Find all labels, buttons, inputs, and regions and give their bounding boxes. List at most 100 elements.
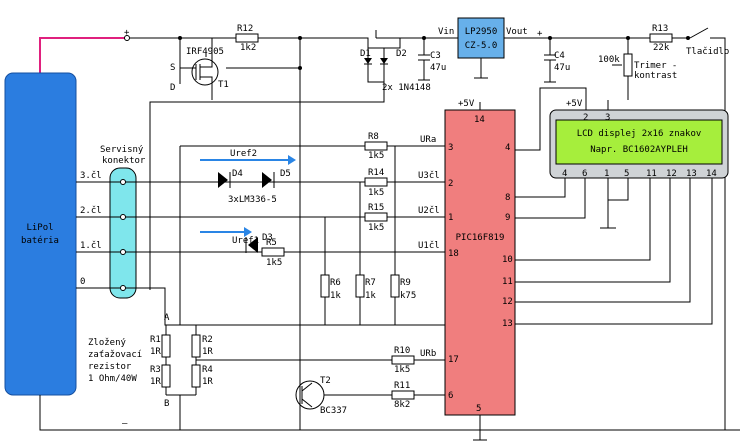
lcd-pin-12: 12 xyxy=(666,169,677,179)
r14-ref: R14 xyxy=(368,168,384,178)
r6 xyxy=(320,274,330,298)
plus-sign: + xyxy=(124,28,130,38)
d2-ref: D2 xyxy=(396,49,407,59)
lcd-screen xyxy=(555,119,723,165)
load-r3-val: 1R xyxy=(150,377,161,387)
r5 xyxy=(261,247,285,257)
r11 xyxy=(391,390,415,400)
load-resistor: Zložený zaťažovací rezistor 1 Ohm/40W A … xyxy=(88,146,213,430)
r12-val: 1k2 xyxy=(240,43,256,53)
reg-line1: LP2950 xyxy=(465,27,498,37)
d1-ref: D1 xyxy=(360,49,371,59)
pin-3: 3 xyxy=(448,143,453,153)
reg-vin: Vin xyxy=(438,27,454,37)
lcd-vcc: +5V xyxy=(566,99,583,109)
diodes-note: 2x 1N4148 xyxy=(382,83,431,93)
pin-label-0: 0 xyxy=(80,277,85,287)
r12-ref: R12 xyxy=(237,24,253,34)
reg-line2: CZ-5.0 xyxy=(465,41,498,51)
r5-ref: R5 xyxy=(266,238,277,248)
load-r4-val: 1R xyxy=(202,377,213,387)
battery: LiPol batéria + – xyxy=(4,28,740,431)
load-b: B xyxy=(164,399,169,409)
c4-ref: C4 xyxy=(554,51,565,61)
load-l2: zaťažovací xyxy=(88,350,142,360)
c3-ref: C3 xyxy=(430,51,441,61)
r13-val: 22k xyxy=(653,43,670,53)
r8-val: 1k5 xyxy=(368,151,384,161)
net-u2: U2čl xyxy=(418,205,440,216)
uref2: Uref2 xyxy=(230,149,257,159)
net-ura: URa xyxy=(420,135,436,145)
d5-ref: D5 xyxy=(280,169,291,179)
r9 xyxy=(390,274,400,298)
mcu-name: PIC16F819 xyxy=(456,233,505,243)
pin-9: 9 xyxy=(505,213,510,223)
r6-val: 1k xyxy=(330,291,341,301)
t1-s: S xyxy=(170,63,175,73)
r15-val: 1k5 xyxy=(368,223,384,233)
pin-label-3: 3.čl xyxy=(80,170,102,181)
pin-14: 14 xyxy=(474,115,485,125)
r10-val: 1k5 xyxy=(394,365,410,375)
trimmer xyxy=(623,53,633,77)
load-a: A xyxy=(164,313,170,323)
r14 xyxy=(364,177,388,187)
pin-4: 4 xyxy=(505,143,510,153)
connector xyxy=(109,167,137,299)
lcd-pin-3: 3 xyxy=(605,113,610,123)
pin-6: 6 xyxy=(448,391,453,401)
r10-ref: R10 xyxy=(394,346,410,356)
ground-wire xyxy=(39,395,740,431)
pin-17: 17 xyxy=(448,355,459,365)
pin-10: 10 xyxy=(502,255,513,265)
trimmer-val: 100k xyxy=(598,55,620,65)
load-r2-val: 1R xyxy=(202,347,213,357)
battery-plus-wire xyxy=(39,37,127,73)
vout-plus: + xyxy=(537,29,543,39)
r12 xyxy=(235,33,259,43)
lcd-pin-2: 2 xyxy=(583,113,588,123)
button-label: Tlačidlo xyxy=(686,46,729,57)
r10 xyxy=(391,355,415,365)
lcd-pin-4: 4 xyxy=(562,169,567,179)
c3-val: 47u xyxy=(430,63,446,73)
r11-ref: R11 xyxy=(394,381,410,391)
trimmer-l2: kontrast xyxy=(634,71,677,81)
pin-11: 11 xyxy=(502,277,513,287)
lcd-pin-6: 6 xyxy=(582,169,587,179)
d3-ref: D3 xyxy=(262,233,273,243)
load-r3: R3 xyxy=(150,365,161,375)
pin-18: 18 xyxy=(448,249,459,259)
r7 xyxy=(355,274,365,298)
pin-13: 13 xyxy=(502,319,513,329)
r7-val: 1k xyxy=(365,291,376,301)
mcu xyxy=(444,109,516,416)
r13 xyxy=(649,33,673,43)
c4-val: 47u xyxy=(554,63,570,73)
reg-vout: Vout xyxy=(506,27,528,37)
load-l3: rezistor xyxy=(88,362,132,372)
lcd-pin-14: 14 xyxy=(706,169,717,179)
pin-5: 5 xyxy=(476,404,481,414)
t1-ref: T1 xyxy=(218,80,229,90)
lcd-line2: Napr. BC1602AYPLEH xyxy=(590,145,688,155)
uref1: Uref1 xyxy=(232,236,259,246)
r8-ref: R8 xyxy=(368,132,379,142)
lm-ref: 3xLM336-5 xyxy=(228,195,277,205)
r13-ref: R13 xyxy=(652,24,668,34)
d4-ref: D4 xyxy=(232,169,243,179)
mosfet-t1: IRF4905 T1 S D xyxy=(170,38,229,100)
t2-ref: T2 xyxy=(320,376,331,386)
t1-part: IRF4905 xyxy=(186,47,224,57)
battery-body xyxy=(4,72,77,396)
battery-label-1: LiPol xyxy=(26,223,53,233)
net-urb: URb xyxy=(420,349,436,359)
pin-1: 1 xyxy=(448,213,453,223)
r11-val: 8k2 xyxy=(394,400,410,410)
lcd-pin-13: 13 xyxy=(686,169,697,179)
lcd-line1: LCD displej 2x16 znakov xyxy=(577,129,702,139)
pin-label-1: 1.čl xyxy=(80,240,102,251)
t1-d: D xyxy=(170,83,175,93)
r5-val: 1k5 xyxy=(266,258,282,268)
